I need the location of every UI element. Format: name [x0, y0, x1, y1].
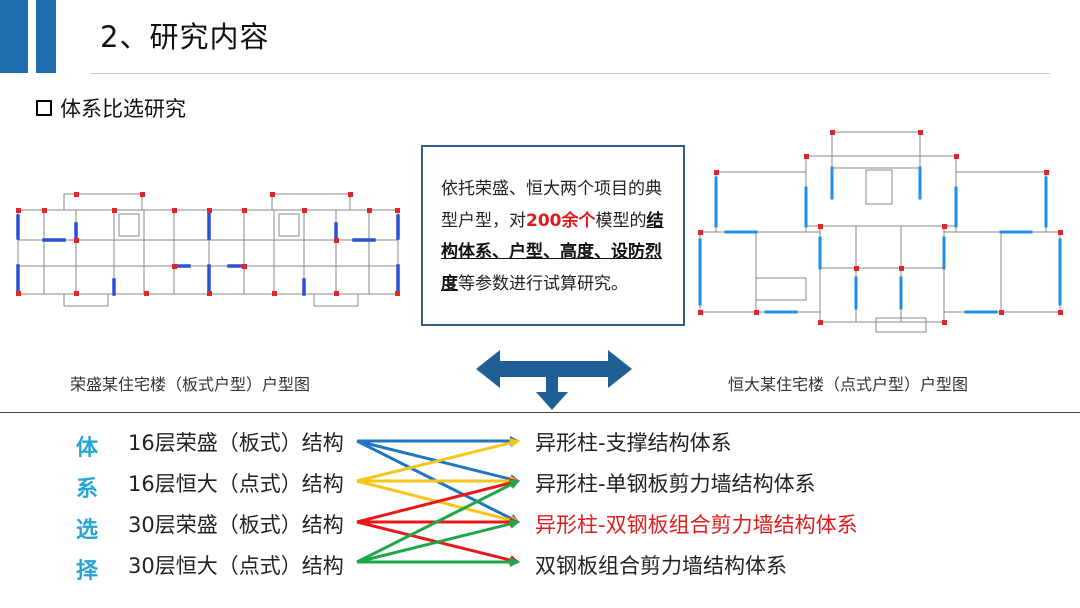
- vertical-label-char: 系: [76, 477, 99, 502]
- t-double-arrow-icon: [476, 350, 632, 410]
- vertical-label-char: 选: [76, 518, 99, 543]
- description-box: 依托荣盛、恒大两个项目的典型户型，对200余个模型的结构体系、户型、高度、设防烈…: [421, 145, 685, 326]
- left-plan-caption: 荣盛某住宅楼（板式户型）户型图: [70, 375, 311, 394]
- vertical-label-char: 择: [76, 559, 99, 584]
- header-divider: [90, 73, 1050, 74]
- section-title: 体系比选研究: [60, 97, 186, 121]
- parameter-list-emphasis: 结构体系、户型、高度、设防烈度: [441, 210, 664, 294]
- right-floor-plan-image: [698, 130, 1063, 333]
- section-divider: [0, 412, 1080, 413]
- connection-line: [356, 519, 520, 564]
- vertical-label-char: 体: [76, 436, 99, 461]
- left-floor-plan-image: [16, 192, 400, 307]
- system-option-highlighted: 异形柱-双钢板组合剪力墙结构体系: [535, 513, 858, 537]
- connection-line: [356, 438, 520, 483]
- model-count-highlight: 200余个: [526, 210, 596, 231]
- hollow-square-icon: [36, 100, 52, 116]
- structure-item: 16层恒大（点式）结构: [128, 472, 344, 496]
- connection-line: [356, 479, 520, 564]
- connection-line: [356, 478, 520, 524]
- description-text-cont: 模型的: [595, 210, 647, 231]
- system-option: 异形柱-支撑结构体系: [535, 431, 732, 455]
- structure-item: 30层荣盛（板式）结构: [128, 513, 344, 537]
- structure-item: 30层恒大（点式）结构: [128, 554, 344, 578]
- description-text-end: 等参数进行试算研究。: [458, 273, 628, 294]
- header-accent-bar-secondary: [36, 0, 56, 73]
- header-accent-bar: [0, 0, 28, 73]
- system-option: 异形柱-单钢板剪力墙结构体系: [535, 472, 816, 496]
- description-text: 依托荣盛、恒大两个项目的典型户型，对: [441, 179, 662, 231]
- page-title: 2、研究内容: [100, 20, 270, 54]
- right-plan-caption: 恒大某住宅楼（点式户型）户型图: [728, 375, 969, 394]
- system-option: 双钢板组合剪力墙结构体系: [535, 554, 787, 578]
- structure-item: 16层荣盛（板式）结构: [128, 431, 344, 455]
